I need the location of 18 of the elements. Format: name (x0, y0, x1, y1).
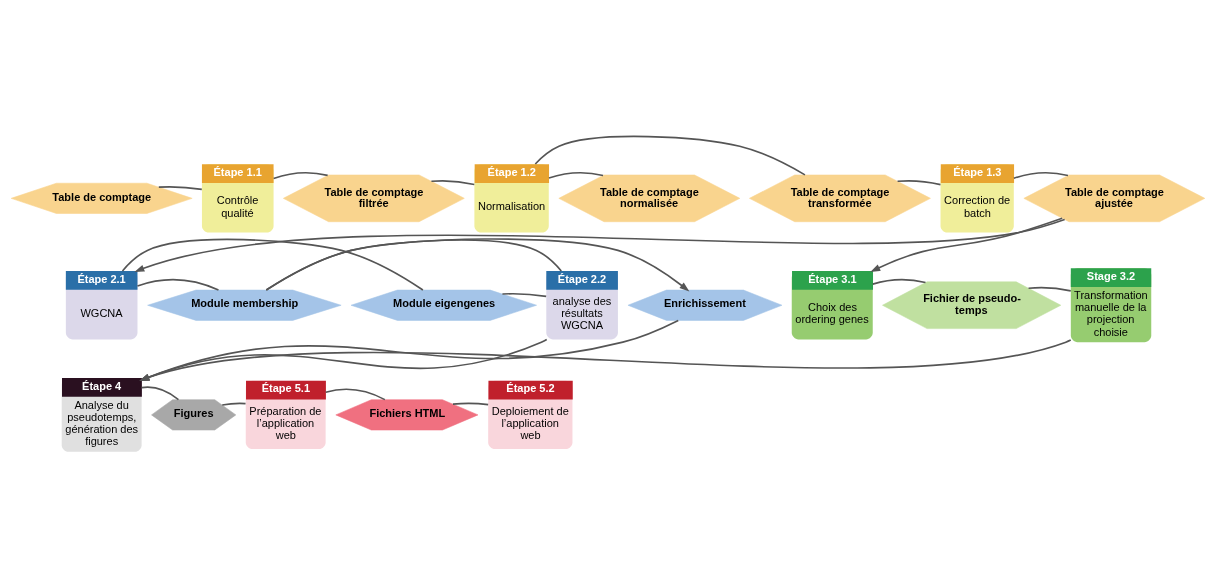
connector (158, 185, 203, 190)
connector (140, 385, 180, 400)
connector (136, 278, 220, 291)
connector (501, 292, 547, 297)
connector (1013, 171, 1069, 179)
connector (324, 387, 386, 400)
connector (548, 171, 604, 179)
connector (221, 402, 247, 406)
connector (430, 179, 476, 185)
connector (872, 278, 927, 285)
connector (272, 171, 329, 179)
arrow (134, 218, 1066, 272)
arrow (870, 216, 1063, 272)
connector (1027, 286, 1072, 292)
connector (121, 238, 424, 291)
connector (452, 402, 489, 405)
connector (534, 135, 806, 176)
connector (896, 179, 942, 185)
